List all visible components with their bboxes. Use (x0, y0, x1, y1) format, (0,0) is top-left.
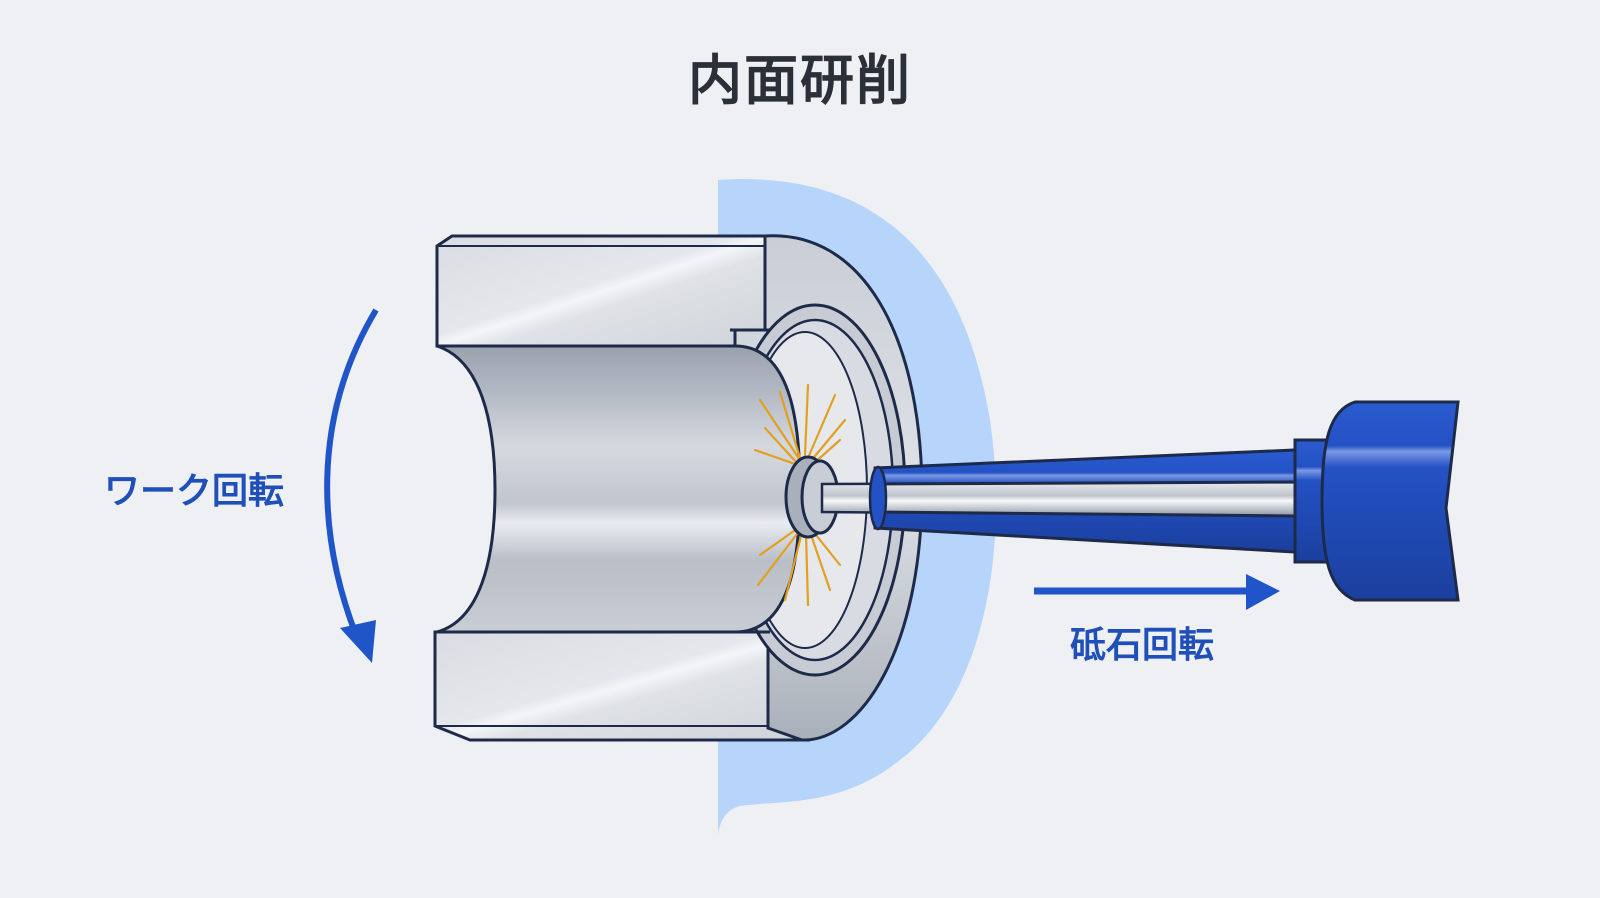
workpiece-bore (436, 344, 802, 634)
workpiece-bottom-block (433, 630, 811, 742)
workpiece (433, 234, 924, 742)
grinding-sparks (753, 383, 847, 607)
curved-down-arrow-icon (324, 308, 379, 663)
workpiece-top-block (435, 234, 772, 348)
wheel-rotation-label: 砥石回転 (1070, 625, 1215, 666)
diagram-title: 内面研削 (688, 49, 912, 112)
grinding-wheel (784, 455, 840, 539)
spindle-housing (1320, 400, 1460, 602)
right-arrow-icon (1034, 574, 1280, 610)
work-rotation-label: ワーク回転 (104, 471, 285, 512)
